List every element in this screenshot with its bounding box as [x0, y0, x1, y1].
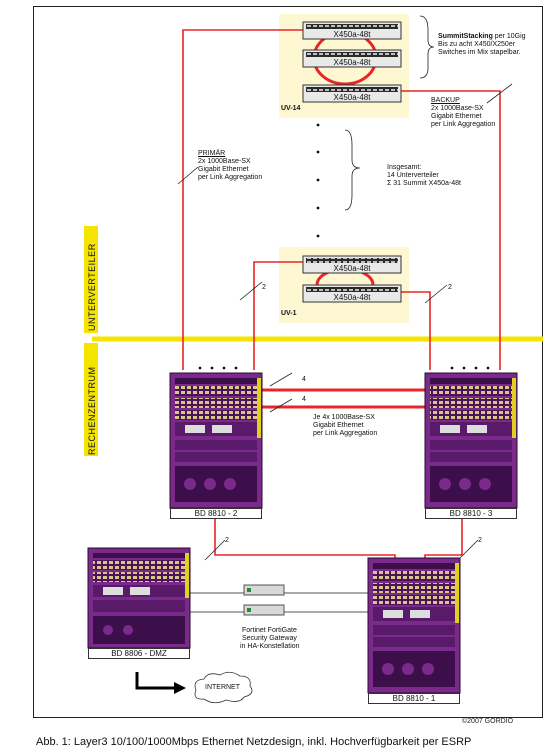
count-slashes [177, 83, 513, 561]
core-links [262, 388, 428, 409]
count-core-top: 4 [302, 376, 306, 383]
stacking-title: SummitStacking [438, 33, 493, 40]
bd2-bd1-link [214, 518, 396, 558]
uv14-switch-2-label: X450a-48t [333, 58, 371, 67]
bd3-bd1-link [424, 518, 463, 558]
primar-note-2: Gigabit Ethernet [198, 166, 249, 173]
count-bd1-left: 2 [225, 537, 229, 544]
zone-label-unterverteiler: UNTERVERTEILER [87, 243, 97, 331]
stacking-note: SummitStacking per 10Gig [438, 33, 526, 41]
insgesamt-note-3: Σ 31 Summit X450a-48t [387, 180, 461, 187]
link-lines [182, 29, 501, 558]
primar-note-3: per Link Aggregation [198, 174, 263, 181]
uv1-switch-2-label: X450a-48t [333, 293, 371, 302]
je4-note-1: Je 4x 1000Base-SX [313, 414, 375, 421]
chassis-bd8810-3-label: BD 8810 - 3 [425, 508, 517, 519]
uv14-switches [302, 21, 402, 103]
backup-note-3: per Link Aggregation [431, 121, 496, 128]
chassis-dots [198, 366, 490, 370]
count-bd1-right: 2 [478, 537, 482, 544]
uv1-switches [302, 255, 402, 303]
insgesamt-note-2: 14 Unterverteiler [387, 172, 439, 179]
internet-cloud [194, 671, 253, 704]
insgesamt-note-1: Insgesamt: [387, 164, 422, 171]
je4-note-2: Gigabit Ethernet [313, 422, 364, 429]
primar-title: PRIMÄR [198, 150, 226, 157]
stacking-note-2: Bis zu acht X450/X250er [438, 41, 516, 48]
chassis-bd8810-2-graphic [169, 372, 263, 509]
count-core-bottom: 4 [302, 396, 306, 403]
je4-note-3: per Link Aggregation [313, 430, 378, 437]
insgesamt-brace [344, 129, 361, 211]
uv1-label: UV-1 [281, 310, 297, 317]
primary-uplink [182, 29, 303, 370]
internet-label: INTERNET [205, 684, 240, 691]
chassis-bd8810-3-graphic [424, 372, 518, 509]
chassis-bd8810-1-graphic [367, 557, 461, 694]
uv1-right-link [400, 291, 431, 370]
stacking-note-3: Switches im Mix stapelbar. [438, 49, 521, 56]
chassis-bd8806-graphic [87, 547, 191, 649]
fortigate-firewalls [243, 584, 285, 616]
fortinet-note-1: Fortinet FortiGate [242, 627, 297, 634]
uv1-switch-1-label: X450a-48t [333, 264, 371, 273]
figure-caption: Abb. 1: Layer3 10/100/1000Mbps Ethernet … [36, 736, 472, 748]
diagram-frame [33, 6, 543, 718]
uv14-label: UV-14 [281, 105, 301, 112]
uv14-switch-1-label: X450a-48t [333, 30, 371, 39]
internet-arrow [135, 672, 175, 690]
zone-label-rechenzentrum: RECHENZENTRUM [87, 366, 97, 456]
uv1-left-link [253, 261, 303, 370]
fortinet-note-3: in HA-Konstellation [240, 643, 300, 650]
copyright: ©2007 GORDIO [462, 718, 514, 725]
count-uv1-left: 2 [262, 284, 266, 291]
backup-uplink [400, 90, 501, 370]
chassis-bd8806-label: BD 8806 - DMZ [88, 648, 190, 659]
stacking-brace [419, 15, 435, 79]
backup-title: BACKUP [431, 97, 460, 104]
uv14-switch-3-label: X450a-48t [333, 93, 371, 102]
rechenzentrum-label-bg [84, 343, 98, 456]
fortinet-note-2: Security Gateway [242, 635, 297, 642]
continuation-dots [316, 123, 320, 238]
chassis-bd8810-2-label: BD 8810 - 2 [170, 508, 262, 519]
primar-note-1: 2x 1000Base-SX [198, 158, 251, 165]
unterverteiler-label-bg [84, 226, 98, 333]
chassis-bd8810-1-label: BD 8810 - 1 [368, 693, 460, 704]
backup-note-1: 2x 1000Base-SX [431, 105, 484, 112]
count-uv1-right: 2 [448, 284, 452, 291]
backup-note-2: Gigabit Ethernet [431, 113, 482, 120]
stacking-rest: per 10Gig [492, 33, 526, 40]
